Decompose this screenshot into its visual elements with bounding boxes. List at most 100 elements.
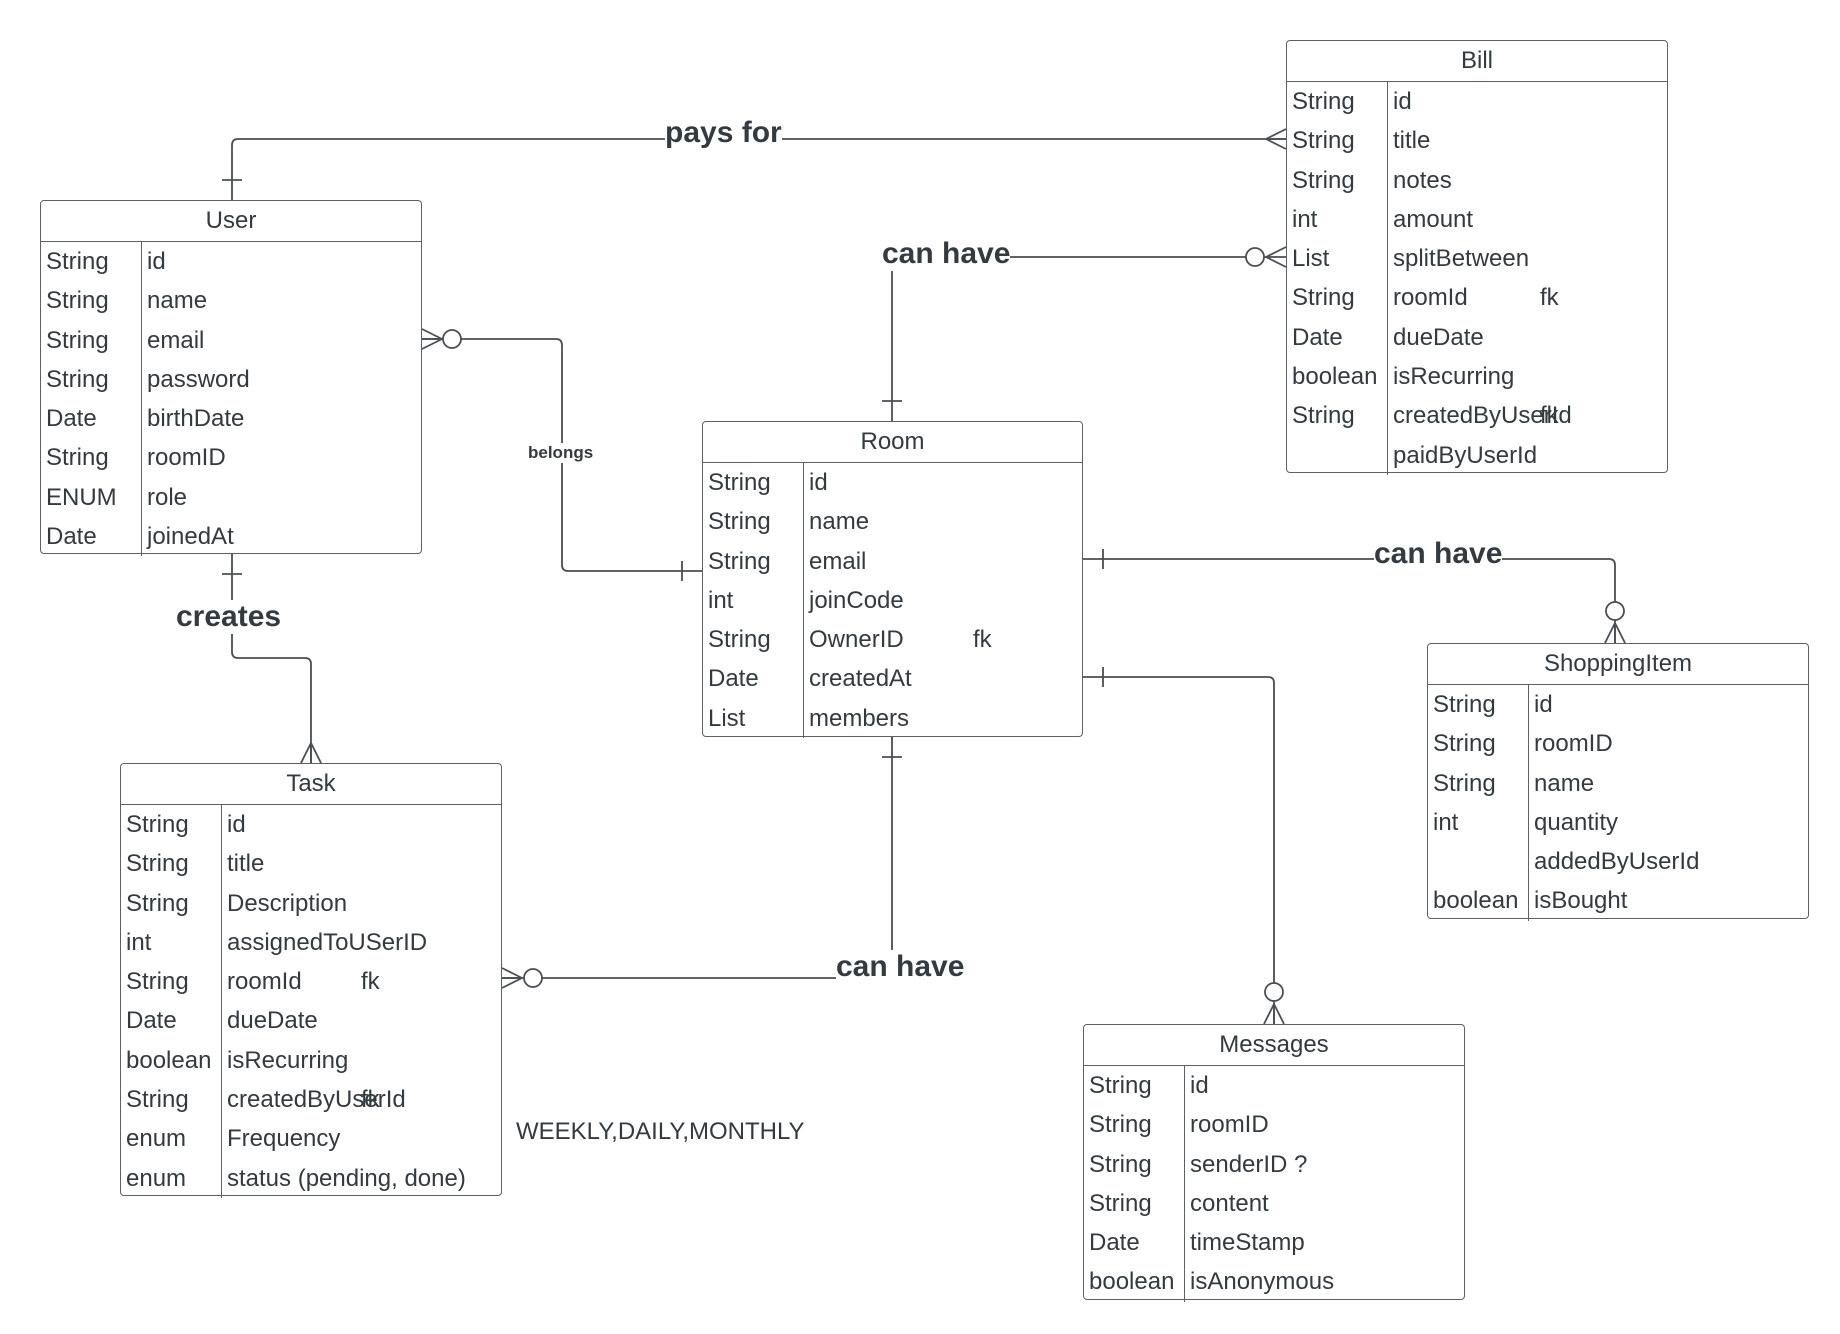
- attribute-name: createdByUserId: [227, 1086, 406, 1114]
- attribute-name: name: [1534, 769, 1595, 797]
- attribute-type: String: [1292, 284, 1355, 312]
- attribute-name: id: [1393, 88, 1412, 115]
- attribute-row: String name: [41, 281, 421, 320]
- attribute-type: String: [126, 889, 189, 917]
- attribute-name: createdAt: [809, 665, 912, 693]
- attribute-type: String: [1089, 1072, 1152, 1099]
- attribute-type: String: [126, 850, 189, 878]
- attribute-name: status (pending, done): [227, 1164, 466, 1192]
- foreign-key-marker: fk: [973, 626, 992, 654]
- relationship-label-room-shopping: can have: [1374, 537, 1503, 571]
- attribute-name: name: [147, 287, 208, 315]
- attribute-name: title: [227, 850, 265, 878]
- entity-title: Task: [121, 764, 501, 805]
- attribute-type: String: [1292, 88, 1355, 115]
- attribute-row: addedByUserId: [1428, 842, 1808, 881]
- attribute-type: String: [1292, 402, 1355, 430]
- attribute-row: List splitBetween: [1287, 239, 1667, 278]
- attribute-name: members: [809, 704, 910, 732]
- attribute-name: notes: [1393, 166, 1452, 194]
- attribute-name: Description: [227, 889, 348, 917]
- column-divider: [221, 805, 222, 1198]
- attribute-type: String: [1089, 1150, 1152, 1178]
- foreign-key-marker: fk: [361, 1086, 380, 1114]
- attribute-row: String id: [1287, 82, 1667, 121]
- attribute-name: assignedToUSerID: [227, 928, 428, 956]
- attribute-name: splitBetween: [1393, 245, 1530, 273]
- attribute-type: String: [126, 1086, 189, 1114]
- attribute-type: String: [708, 626, 771, 654]
- attribute-name: isBought: [1534, 887, 1628, 915]
- attribute-type: String: [46, 365, 109, 393]
- attribute-name: timeStamp: [1190, 1229, 1305, 1257]
- attribute-name: isRecurring: [227, 1046, 349, 1074]
- attribute-name: title: [1393, 127, 1431, 155]
- attribute-type: String: [126, 811, 189, 838]
- attribute-type: String: [1292, 127, 1355, 155]
- attribute-type: int: [708, 586, 734, 614]
- attribute-type: ENUM: [46, 483, 117, 511]
- attribute-type: enum: [126, 1125, 187, 1153]
- attribute-name: dueDate: [227, 1007, 318, 1035]
- column-divider: [141, 242, 142, 557]
- attribute-type: String: [46, 287, 109, 315]
- attribute-name: createdByUserId: [1393, 402, 1572, 430]
- connector-user-task: [222, 554, 322, 764]
- entity-title: ShoppingItem: [1428, 644, 1808, 685]
- frequency-values-note: WEEKLY,DAILY,MONTHLY: [516, 1118, 805, 1145]
- attribute-name: email: [809, 547, 867, 575]
- attribute-type: boolean: [1433, 887, 1519, 915]
- attribute-type: boolean: [126, 1046, 212, 1074]
- column-divider: [1387, 82, 1388, 475]
- attribute-name: content: [1190, 1189, 1269, 1217]
- attribute-type: List: [1292, 245, 1330, 273]
- attribute-name: id: [1534, 691, 1553, 718]
- attribute-name: email: [147, 326, 205, 354]
- attribute-type: int: [1433, 808, 1459, 836]
- attribute-name: id: [1190, 1072, 1209, 1099]
- relationship-label-creates: creates: [176, 600, 282, 634]
- relationship-label-belongs: belongs: [528, 443, 594, 463]
- relationship-label-pays-for: pays for: [665, 116, 782, 150]
- attribute-type: String: [46, 248, 109, 275]
- attribute-row: int assignedToUSerID: [121, 923, 501, 962]
- attribute-name: dueDate: [1393, 323, 1484, 351]
- attribute-type: String: [1433, 730, 1496, 758]
- attribute-name: roomID: [1190, 1111, 1269, 1139]
- attribute-type: Date: [1292, 323, 1343, 351]
- relationship-label-room-task: can have: [836, 950, 965, 984]
- attribute-name: amount: [1393, 205, 1474, 233]
- attribute-name: isAnonymous: [1190, 1268, 1335, 1296]
- entity-title: Room: [703, 422, 1082, 463]
- attribute-type: String: [46, 444, 109, 472]
- attribute-name: roomId: [227, 968, 302, 996]
- attribute-type: int: [126, 928, 152, 956]
- attribute-type: String: [708, 469, 771, 496]
- relationship-label-room-bill: can have: [882, 237, 1011, 271]
- foreign-key-marker: fk: [1540, 402, 1559, 430]
- attribute-type: Date: [46, 523, 97, 551]
- attribute-name: joinedAt: [147, 523, 234, 551]
- attribute-type: String: [126, 968, 189, 996]
- attribute-row: Date joinedAt: [41, 517, 421, 556]
- attribute-row: paidByUserId: [1287, 436, 1667, 475]
- attribute-type: String: [1433, 691, 1496, 718]
- attribute-type: List: [708, 704, 746, 732]
